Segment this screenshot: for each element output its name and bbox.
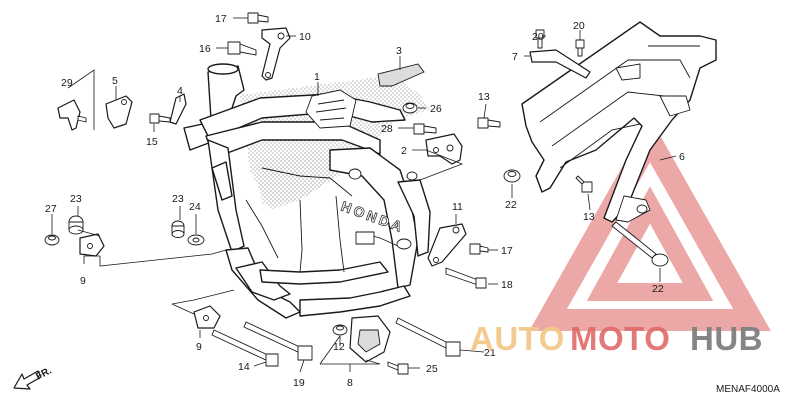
label-12: 12 [333, 341, 345, 353]
watermark-logo [529, 117, 771, 331]
bolt-18 [445, 267, 487, 289]
nut-22-left [503, 169, 521, 183]
label-6: 6 [679, 151, 685, 163]
watermark-wordmark: AUTO MOTO HUB [470, 320, 763, 357]
label-26: 26 [430, 103, 442, 115]
nut-22-right [611, 221, 669, 267]
label-29: 29 [61, 77, 73, 89]
bracket-4 [169, 93, 187, 125]
front-arrow-icon [13, 370, 42, 390]
bolt-16 [227, 41, 257, 56]
watermark-text-hub: HUB [690, 320, 763, 357]
watermark-triangle-inner [586, 186, 714, 301]
label-23-left: 23 [70, 193, 82, 205]
bolt-13-lower [575, 175, 593, 193]
bolt-25 [387, 361, 409, 375]
label-2: 2 [401, 145, 407, 157]
bracket-9-lower [193, 305, 221, 329]
bracket-29 [57, 99, 87, 131]
watermark-text-auto: AUTO [470, 320, 565, 357]
label-22-right: 22 [652, 283, 664, 295]
label-9-left: 9 [80, 275, 86, 287]
part-labels: 17 10 16 3 1 29 5 4 26 15 28 2 23 27 9 2… [45, 13, 685, 389]
label-9-lower: 9 [196, 341, 202, 353]
label-8: 8 [347, 377, 353, 389]
label-17-right: 17 [501, 245, 513, 257]
label-24: 24 [189, 201, 201, 213]
label-13-upper: 13 [478, 91, 490, 103]
diagram-code: MENAF4000A [716, 384, 780, 395]
bracket-10 [261, 27, 291, 81]
label-3: 3 [396, 45, 402, 57]
label-1: 1 [314, 71, 320, 83]
nut-27 [44, 234, 60, 246]
collar-23-left [68, 215, 84, 235]
label-10: 10 [299, 31, 311, 43]
label-21: 21 [484, 347, 496, 359]
label-17-top: 17 [215, 13, 227, 25]
label-7: 7 [512, 51, 518, 63]
subframe [521, 21, 717, 223]
nut-12 [332, 324, 348, 336]
bolt-17-right [469, 243, 489, 255]
label-20-left: 20 [532, 31, 544, 43]
bracket-2 [425, 133, 463, 165]
label-25: 25 [426, 363, 438, 375]
label-13-lower: 13 [583, 211, 595, 223]
label-5: 5 [112, 75, 118, 87]
main-frame: HONDA [183, 63, 431, 319]
label-16: 16 [199, 43, 211, 55]
label-20-right: 20 [573, 20, 585, 32]
label-23-mid: 23 [172, 193, 184, 205]
nut-26 [402, 102, 418, 114]
bolt-19 [243, 321, 313, 361]
bolt-15 [149, 113, 171, 124]
label-15: 15 [146, 136, 158, 148]
plate-3 [377, 63, 425, 87]
front-direction-indicator: FR. [13, 365, 54, 390]
label-28: 28 [381, 123, 393, 135]
bolt-17-top [247, 12, 269, 24]
front-direction-label: FR. [34, 365, 54, 382]
bolt-14 [211, 329, 279, 367]
bolt-28 [413, 123, 437, 135]
guard-8 [349, 315, 391, 363]
label-14: 14 [238, 361, 250, 373]
bolt-20-left [535, 29, 545, 49]
label-11: 11 [452, 201, 463, 213]
label-19: 19 [293, 377, 305, 389]
watermark-text-moto: MOTO [570, 320, 670, 357]
bolt-21 [395, 317, 461, 357]
label-18: 18 [501, 279, 513, 291]
bracket-7 [529, 49, 591, 79]
leader-lines [51, 17, 677, 373]
bracket-11 [427, 223, 467, 267]
bolt-13-upper [477, 117, 501, 129]
watermark-triangle-outer [529, 117, 771, 331]
washer-24 [187, 234, 205, 246]
label-4: 4 [177, 85, 183, 97]
label-27: 27 [45, 203, 57, 215]
label-22-left: 22 [505, 199, 517, 211]
bracket-9-left [79, 233, 105, 257]
collar-23-mid [171, 220, 185, 238]
bracket-5 [105, 95, 133, 129]
bolt-20-right [575, 39, 585, 57]
